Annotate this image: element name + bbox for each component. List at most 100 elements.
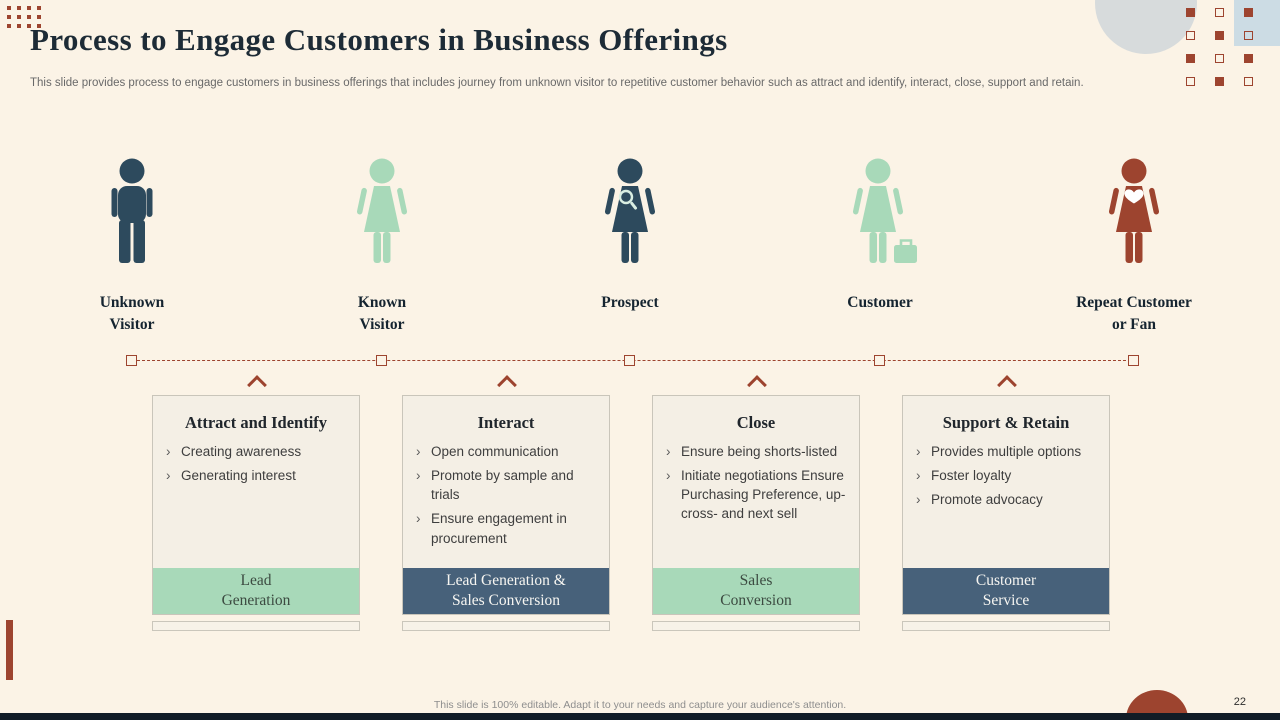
bullet-marker: › (416, 468, 421, 484)
bullet-marker: › (666, 468, 671, 484)
bullet-item: › Open communication (416, 442, 601, 461)
bullet-item: › Initiate negotiations Ensure Purchasing… (666, 466, 851, 523)
bullet-item: › Provides multiple options (916, 442, 1101, 461)
card-footer-label: Lead Generation (153, 568, 359, 614)
card-attract-identify: Attract and Identify › Creating awareness… (152, 395, 360, 615)
stage-label: Known Visitor (272, 292, 492, 337)
corner-dots-decoration (7, 6, 47, 33)
card-support-retain: Support & Retain › Provides multiple opti… (902, 395, 1110, 615)
stage-label-line: Repeat Customer (1076, 294, 1192, 311)
bullet-item: › Creating awareness (166, 442, 351, 461)
stage-label-line: Visitor (109, 316, 155, 334)
page-subtitle: This slide provides process to engage cu… (30, 77, 1084, 89)
chevron-up-icon (747, 375, 767, 395)
editable-note: This slide is 100% editable. Adapt it to… (433, 699, 847, 711)
card-footer-label: Sales Conversion (653, 568, 859, 614)
bullet-marker: › (166, 468, 171, 484)
chevron-up-icon (247, 375, 267, 395)
bullet-text: Provides multiple options (931, 444, 1082, 459)
bullet-text: Open communication (431, 444, 559, 459)
bottom-bar (0, 713, 1280, 720)
card-bullet-list: ›Provides multiple options ›Foster loyal… (903, 442, 1109, 568)
card-title: Close (736, 413, 776, 432)
journey-checkpoint (624, 355, 635, 366)
heart-icon (1124, 189, 1144, 204)
bullet-item: › Ensure engagement in procurement (416, 509, 601, 547)
briefcase-icon (894, 239, 917, 263)
bullet-item: ›Foster loyalty (916, 466, 1101, 485)
journey-checkpoint (126, 355, 137, 366)
stage-label-line: Customer (847, 294, 913, 311)
left-accent-bar (6, 620, 13, 680)
bullet-text: Promote by sample and trials (431, 468, 574, 503)
bullet-text: Promote advocacy (931, 492, 1043, 508)
card-bullet-list: › Open communication › Promote by sample a… (403, 442, 609, 568)
bullet-text: Ensure being shorts-listed (681, 444, 838, 459)
card-footer-label: Customer Service (903, 568, 1109, 614)
card-close: Close › Ensure being shorts-listed › Initi… (652, 395, 860, 615)
bullet-marker: › (666, 444, 671, 459)
card-title: Attract and Identify (184, 413, 328, 432)
journey-checkpoint (376, 355, 387, 366)
page-number: 22 (1233, 696, 1246, 708)
stage-label: Customer (770, 292, 990, 314)
stage-label: Repeat Customer or Fan (1024, 292, 1244, 337)
journey-checkpoint (874, 355, 885, 366)
card-bullet-list: › Ensure being shorts-listed › Initiate ne… (653, 442, 859, 568)
footer-line: Conversion (720, 592, 792, 609)
stage-label-line: Known (357, 294, 407, 311)
chevron-up-icon (497, 375, 517, 395)
stage-repeat-customer: Repeat Customer or Fan (1024, 157, 1244, 337)
gray-blob-decoration (1095, 0, 1197, 54)
stage-prospect: Prospect (520, 157, 740, 314)
squares-grid-decoration (1186, 8, 1273, 100)
bullet-marker: › (416, 444, 421, 459)
footer-line: Sales Conversion (451, 592, 561, 609)
stage-known-visitor: Known Visitor (272, 157, 492, 337)
stage-label-line: Visitor (359, 316, 405, 334)
bullet-text: Foster loyalty (931, 468, 1012, 484)
bullet-item: › Promote by sample and trials (416, 466, 601, 504)
stage-label-line: Unknown (99, 294, 165, 311)
footer-line: Customer (975, 571, 1037, 589)
bullet-item: › Ensure being shorts-listed (666, 442, 851, 461)
card-interact: Interact › Open communication › Promote by… (402, 395, 610, 615)
card-shadow-strip (402, 621, 610, 631)
bullet-text: Initiate negotiations Ensure Purchasing … (681, 468, 846, 522)
card-title: Interact (477, 413, 535, 432)
card-title: Support & Retain (942, 413, 1070, 432)
stage-label-line: Prospect (601, 294, 659, 311)
female-person-icon (356, 158, 408, 263)
female-person-icon (1108, 158, 1160, 263)
female-person-icon (604, 158, 656, 263)
bullet-marker: › (416, 511, 421, 527)
card-shadow-strip (652, 621, 860, 631)
stage-label: Prospect (520, 292, 740, 314)
page-title: Process to Engage Customers in Business … (30, 22, 728, 57)
bullet-marker: › (166, 444, 171, 459)
chevron-up-icon (997, 375, 1017, 395)
bullet-text: Generating interest (181, 468, 296, 484)
bullet-marker: › (916, 444, 921, 459)
magnifier-icon (618, 189, 638, 210)
bullet-item: › Generating interest (166, 466, 351, 485)
stage-customer: Customer (770, 157, 990, 314)
female-person-icon (852, 158, 917, 263)
card-footer-label: Lead Generation & Sales Conversion (403, 568, 609, 614)
footer-line: Lead Generation & (446, 571, 566, 589)
footer-line: Generation (221, 592, 291, 609)
footer-line: Service (982, 592, 1030, 609)
card-shadow-strip (902, 621, 1110, 631)
card-shadow-strip (152, 621, 360, 631)
stage-label-line: or Fan (1111, 316, 1157, 334)
stage-label: Unknown Visitor (22, 292, 242, 337)
bullet-text: Creating awareness (181, 444, 302, 459)
bullet-text: Ensure engagement in procurement (431, 511, 567, 546)
bullet-marker: › (916, 492, 921, 508)
corner-rect-decoration (1234, 0, 1280, 46)
card-bullet-list: › Creating awareness › Generating interest (153, 442, 359, 568)
journey-checkpoint (1128, 355, 1139, 366)
male-person-icon (111, 158, 153, 263)
footer-line: Lead (240, 571, 272, 589)
